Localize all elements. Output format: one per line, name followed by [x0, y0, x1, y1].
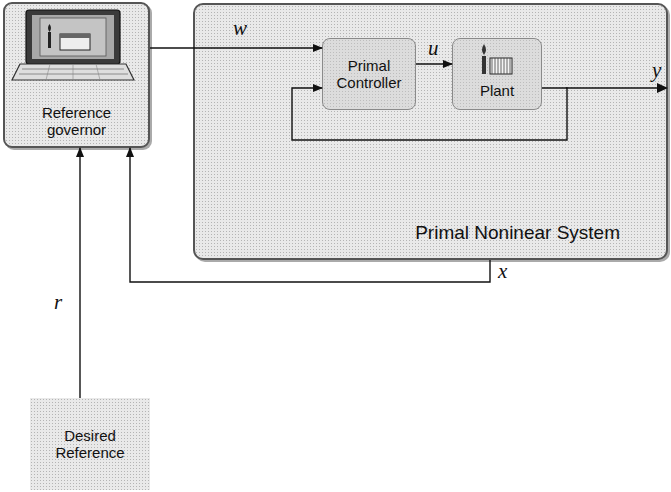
signal-label: w — [233, 18, 247, 39]
signal-connector — [79, 148, 80, 398]
reference-source-box: Desired Reference — [30, 398, 150, 490]
node-text: Desired Reference — [45, 427, 135, 462]
signal-label: x — [498, 261, 507, 282]
signal-connector — [416, 63, 452, 64]
signal-connector — [292, 88, 567, 140]
controller-box: Primal Controller — [322, 38, 416, 110]
signal-label: r — [54, 292, 62, 313]
node-text: Reference governor — [27, 104, 127, 139]
plant-box: Plant — [452, 38, 542, 110]
node-text: Plant — [480, 82, 514, 99]
output-arrow — [566, 83, 668, 93]
plant-icon — [482, 44, 512, 74]
node-text: Primal Noninear System — [415, 222, 620, 244]
laptop-icon — [12, 10, 134, 80]
signal-connector — [150, 47, 322, 48]
signal-label: u — [428, 38, 439, 59]
signal-label: y — [652, 60, 661, 81]
governor-box: Reference governor — [3, 2, 150, 148]
node-text: Primal Controller — [327, 57, 411, 92]
signal-connector — [130, 148, 490, 282]
